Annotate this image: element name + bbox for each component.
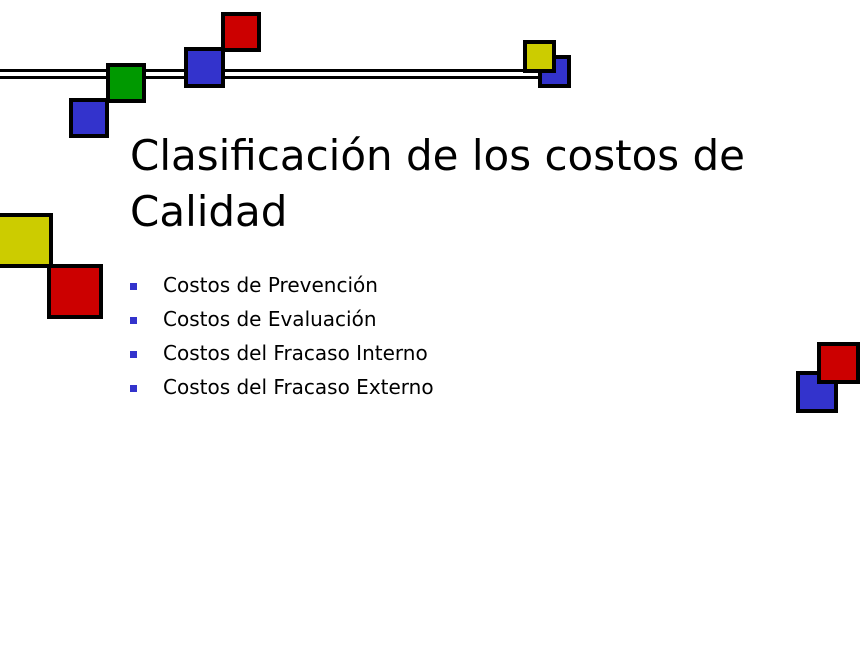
list-item: Costos del Fracaso Externo: [130, 370, 434, 404]
decorative-red-square: [221, 12, 261, 52]
list-item: Costos del Fracaso Interno: [130, 336, 434, 370]
decorative-red-square: [817, 342, 860, 384]
bullet-list: Costos de Prevención Costos de Evaluació…: [130, 268, 434, 404]
square-bullet-icon: [130, 351, 137, 358]
decorative-yellow-square: [523, 40, 556, 73]
decorative-blue-square: [69, 98, 109, 138]
decorative-double-line: [0, 69, 556, 79]
list-item-text: Costos de Prevención: [163, 273, 378, 297]
decorative-blue-square: [184, 47, 225, 88]
list-item-text: Costos de Evaluación: [163, 307, 377, 331]
decorative-red-square: [47, 264, 103, 319]
square-bullet-icon: [130, 385, 137, 392]
square-bullet-icon: [130, 283, 137, 290]
square-bullet-icon: [130, 317, 137, 324]
list-item-text: Costos del Fracaso Externo: [163, 375, 434, 399]
decorative-green-square: [106, 63, 146, 103]
list-item: Costos de Prevención: [130, 268, 434, 302]
list-item: Costos de Evaluación: [130, 302, 434, 336]
slide-title: Clasificación de los costos de Calidad: [130, 131, 746, 236]
decorative-yellow-square: [0, 213, 53, 268]
list-item-text: Costos del Fracaso Interno: [163, 341, 428, 365]
